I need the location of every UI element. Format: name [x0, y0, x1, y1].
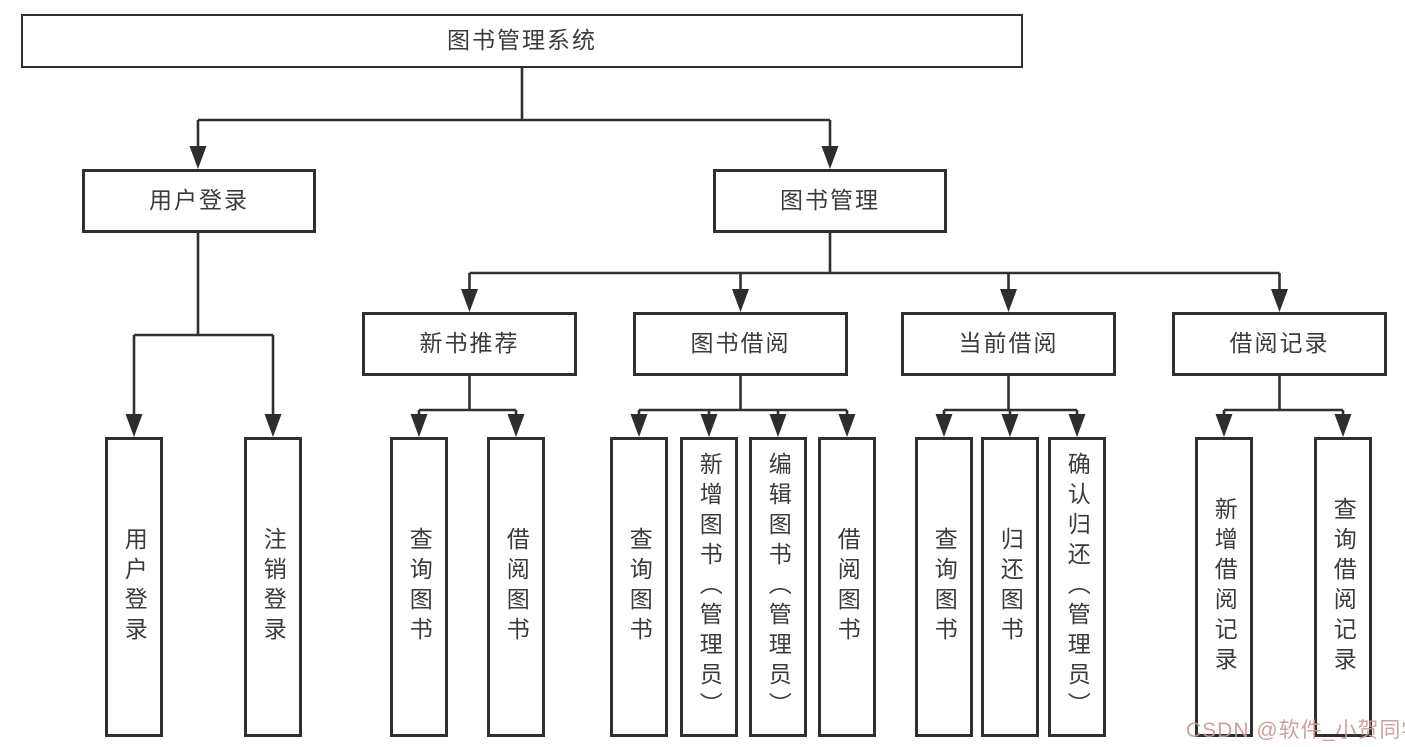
- node-label: 查询图书: [931, 527, 958, 647]
- arrowhead: [189, 146, 207, 169]
- node-book-borrow: 图书借阅: [633, 312, 848, 376]
- leaf-query-books-1: 查询图书: [390, 437, 448, 737]
- node-label: 归还图书: [997, 527, 1024, 647]
- leaf-add-borrow-record: 新增借阅记录: [1195, 437, 1253, 737]
- node-user-login: 用户登录: [82, 169, 316, 233]
- node-label: 借阅图书: [503, 527, 530, 647]
- leaf-confirm-return-admin: 确认归还（管理员）: [1048, 437, 1106, 737]
- node-label: 确认归还（管理员）: [1064, 452, 1091, 722]
- arrowhead: [507, 414, 525, 437]
- arrowhead: [1001, 414, 1019, 437]
- leaf-add-books-admin: 新增图书（管理员）: [680, 437, 738, 737]
- node-label: 借阅记录: [1229, 330, 1330, 357]
- connector-newbook-group: [410, 376, 525, 437]
- arrowhead: [821, 146, 839, 169]
- csdn-watermark: CSDN @软件_小贺同学: [1186, 719, 1405, 742]
- connector-records-group: [1215, 376, 1352, 437]
- arrowhead: [264, 414, 282, 437]
- arrowhead: [1000, 289, 1017, 312]
- connector-current-group: [935, 376, 1086, 437]
- leaf-return-books: 归还图书: [981, 437, 1039, 737]
- leaf-logout: 注销登录: [244, 437, 302, 737]
- node-borrow-records: 借阅记录: [1172, 312, 1387, 376]
- node-label: 查询借阅记录: [1330, 497, 1357, 677]
- node-label: 查询图书: [626, 527, 653, 647]
- node-label: 当前借阅: [958, 330, 1059, 357]
- leaf-edit-books-admin: 编辑图书（管理员）: [749, 437, 807, 737]
- leaf-query-books-2: 查询图书: [610, 437, 668, 737]
- arrowhead: [700, 414, 718, 437]
- leaf-query-borrow-record: 查询借阅记录: [1314, 437, 1372, 737]
- connector-root-to-level2: [189, 68, 839, 169]
- arrowhead: [410, 414, 428, 437]
- arrowhead: [461, 289, 478, 312]
- arrowhead: [935, 414, 953, 437]
- node-label: 注销登录: [260, 527, 287, 647]
- node-label: 用户登录: [121, 527, 148, 647]
- arrowhead: [630, 414, 648, 437]
- node-label: 图书管理系统: [447, 27, 597, 54]
- connector-bookmgmt-to-level3: [461, 233, 1288, 312]
- node-label: 用户登录: [149, 187, 249, 214]
- arrowhead: [1068, 414, 1086, 437]
- arrowhead: [1334, 414, 1352, 437]
- arrowhead: [769, 414, 787, 437]
- node-label: 查询图书: [406, 527, 433, 647]
- node-label: 图书管理: [780, 187, 880, 214]
- leaf-borrow-books-1: 借阅图书: [487, 437, 545, 737]
- node-root-system: 图书管理系统: [21, 14, 1023, 68]
- arrowhead: [125, 414, 143, 437]
- leaf-query-books-3: 查询图书: [915, 437, 973, 737]
- arrowhead: [1271, 289, 1288, 312]
- node-label: 新书推荐: [419, 330, 520, 357]
- node-label: 新增借阅记录: [1211, 497, 1238, 677]
- arrowhead: [838, 414, 856, 437]
- leaf-borrow-books-2: 借阅图书: [818, 437, 876, 737]
- leaf-user-login: 用户登录: [105, 437, 163, 737]
- connector-login-group: [125, 233, 282, 437]
- node-label: 新增图书（管理员）: [696, 452, 723, 722]
- connector-borrow-group: [630, 376, 856, 437]
- arrowhead: [732, 289, 749, 312]
- node-current-borrow: 当前借阅: [901, 312, 1116, 376]
- node-new-book-recommend: 新书推荐: [362, 312, 577, 376]
- node-label: 编辑图书（管理员）: [765, 452, 792, 722]
- node-book-management: 图书管理: [713, 169, 947, 233]
- node-label: 图书借阅: [690, 330, 791, 357]
- node-label: 借阅图书: [834, 527, 861, 647]
- arrowhead: [1215, 414, 1233, 437]
